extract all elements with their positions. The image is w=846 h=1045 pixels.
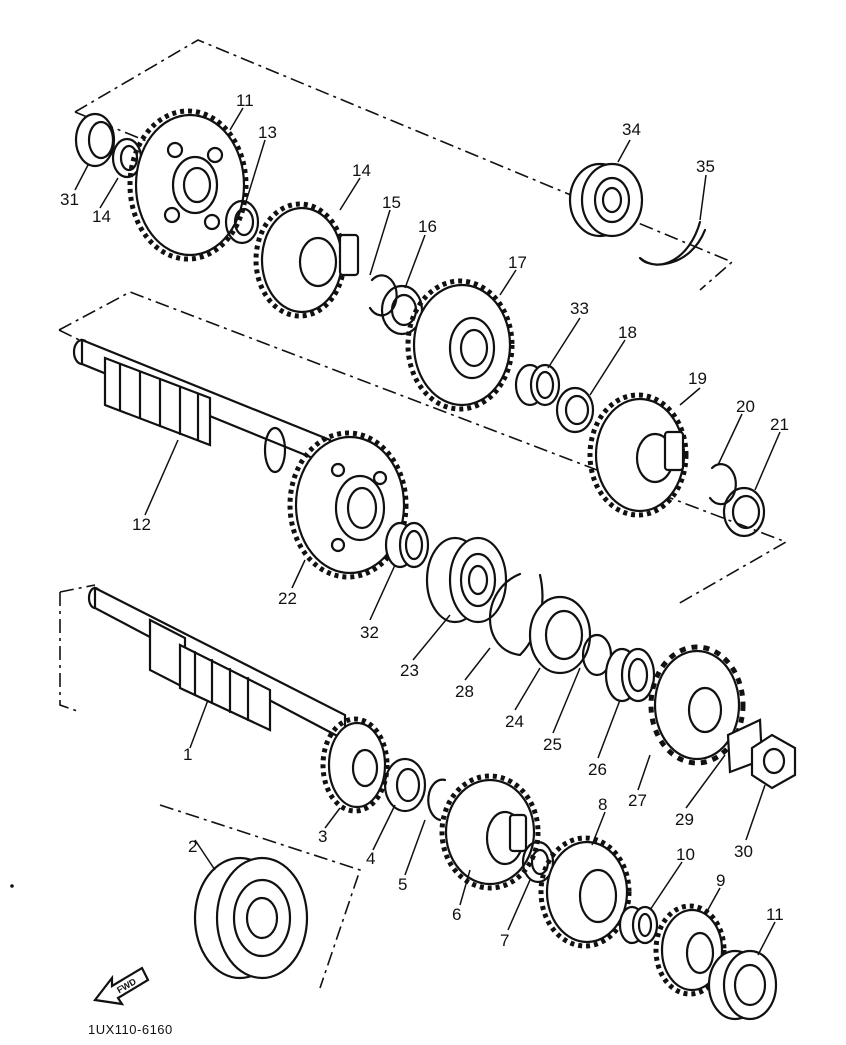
callout-30: 29 xyxy=(675,810,694,829)
part-12-main-shaft xyxy=(72,338,332,474)
part-34-bushing xyxy=(514,363,561,407)
part-8-gear xyxy=(538,835,632,949)
callout-22: 21 xyxy=(770,415,789,434)
callout-5: 5 xyxy=(398,875,407,894)
callout-29: 28 xyxy=(455,682,474,701)
part-18-gear xyxy=(405,278,515,412)
callout-15: 14 xyxy=(352,161,371,180)
callout-28: 27 xyxy=(628,791,647,810)
stray-dot xyxy=(10,884,14,888)
callout-2: 2 xyxy=(188,837,197,856)
callout-1: 1 xyxy=(183,745,192,764)
part-4-washer xyxy=(383,757,427,813)
callout-26: 25 xyxy=(543,735,562,754)
callout-24: 23 xyxy=(400,661,419,680)
part-25-oil-seal xyxy=(528,595,592,675)
callout-16: 15 xyxy=(382,193,401,212)
part-27-collar xyxy=(604,647,656,703)
upper-gear-group xyxy=(74,108,766,538)
part-28-sprocket xyxy=(648,644,746,766)
part-3-gear xyxy=(320,716,390,814)
callout-7: 7 xyxy=(500,931,509,950)
part-11-bearing xyxy=(707,949,778,1021)
part-13-gear xyxy=(127,108,249,262)
part-2-bearing xyxy=(193,856,309,980)
part-33-bushing xyxy=(384,521,430,569)
part-19-washer xyxy=(555,386,595,434)
callout-33: 32 xyxy=(360,623,379,642)
callout-23: 22 xyxy=(278,589,297,608)
callout-31: 30 xyxy=(734,842,753,861)
middle-shaft-group xyxy=(72,338,797,790)
callout-12: 12 xyxy=(132,515,151,534)
part-21-circlip xyxy=(708,463,737,506)
part-6-gear xyxy=(439,773,541,891)
callout-27: 26 xyxy=(588,760,607,779)
leader-lines xyxy=(74,107,781,956)
callout-20: 19 xyxy=(688,369,707,388)
part-24-bearing xyxy=(425,536,508,624)
part-32-bearing xyxy=(74,112,116,168)
callout-14: 13 xyxy=(258,123,277,142)
diagram-code: 1UX110-6160 xyxy=(88,1022,173,1037)
callout-34: 33 xyxy=(570,299,589,318)
callout-19: 18 xyxy=(618,323,637,342)
callout-25: 24 xyxy=(505,712,524,731)
part-31-nut xyxy=(750,733,797,790)
part-15-gear xyxy=(253,201,360,319)
part-35-bearing xyxy=(568,162,644,238)
fwd-arrow-icon: FWD xyxy=(92,966,150,1006)
callout-labels: 11 13 14 15 16 17 33 18 19 20 21 34 35 3… xyxy=(60,91,789,950)
part-14-washer-right xyxy=(224,199,260,245)
part-5-circlip xyxy=(427,778,447,822)
part-1-drive-axle xyxy=(87,586,347,742)
part-23-gear xyxy=(287,430,409,580)
callout-3: 3 xyxy=(318,827,327,846)
part-22-washer xyxy=(722,486,766,538)
part-9-gear xyxy=(653,903,727,997)
callout-9: 9 xyxy=(716,871,725,890)
callout-11: 11 xyxy=(766,905,784,924)
callout-13: 11 xyxy=(236,91,254,110)
callout-21: 20 xyxy=(736,397,755,416)
callout-32: 31 xyxy=(60,190,79,209)
callout-35: 34 xyxy=(622,120,641,139)
lower-shaft-group xyxy=(87,586,778,1021)
callout-6: 6 xyxy=(452,905,461,924)
part-20-gear xyxy=(587,392,689,518)
callout-14-left: 14 xyxy=(92,207,111,226)
callout-18: 17 xyxy=(508,253,527,272)
callout-17: 16 xyxy=(418,217,437,236)
callout-36: 35 xyxy=(696,157,715,176)
callout-4: 4 xyxy=(366,849,375,868)
part-36-circlip xyxy=(638,220,707,266)
callout-10: 10 xyxy=(676,845,695,864)
callout-8: 8 xyxy=(598,795,607,814)
part-10-collar xyxy=(618,905,659,945)
